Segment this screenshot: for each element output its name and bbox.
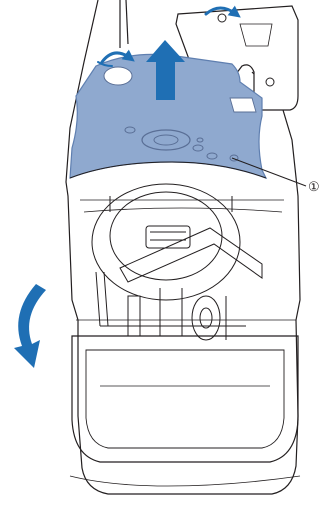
accessory-drawer [70, 336, 300, 486]
callout-number-1: ① [308, 179, 320, 194]
curved-down-arrow-icon [14, 284, 46, 368]
bobbin-mechanism [92, 184, 262, 340]
